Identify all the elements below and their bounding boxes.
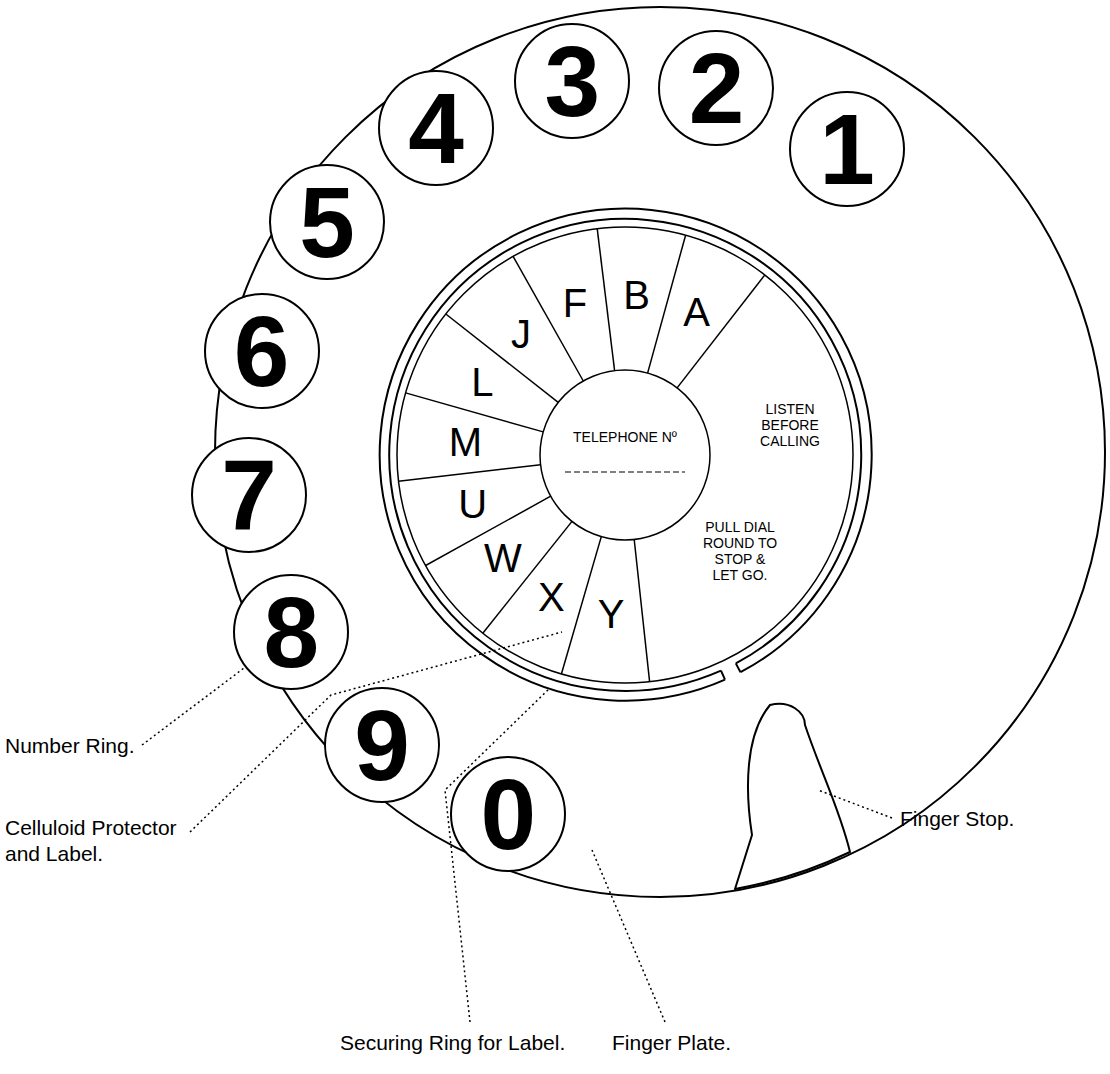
dial-outline <box>215 7 1105 897</box>
leader-line <box>818 790 892 818</box>
spoke <box>597 229 614 371</box>
finger-hole: 1 <box>789 91 905 207</box>
dial-digit: 6 <box>234 306 290 396</box>
spoke <box>648 235 686 373</box>
dial-letter: Y <box>598 594 625 634</box>
dial-digit: 7 <box>221 450 277 540</box>
spoke <box>634 540 649 682</box>
spoke <box>561 537 601 674</box>
leader-line <box>445 688 550 1022</box>
spoke <box>677 275 765 388</box>
finger-hole: 0 <box>450 756 566 872</box>
dial-letter: B <box>623 275 650 315</box>
dial-digit: 0 <box>480 769 536 859</box>
dial-digit: 2 <box>689 43 745 133</box>
dial-letter: F <box>563 283 587 323</box>
part-name: Securing Ring for Label. <box>340 1030 565 1056</box>
part-name: Number Ring. <box>5 733 135 759</box>
finger-stop <box>735 704 850 889</box>
instruction-note: PULL DIAL ROUND TO STOP & LET GO. <box>701 519 780 583</box>
dial-digit: 4 <box>408 83 464 173</box>
label-spokes <box>399 229 765 682</box>
number-heading: TELEPHONE Nº <box>573 429 677 445</box>
securing-ring-outer <box>380 209 872 701</box>
part-name: Finger Plate. <box>612 1030 731 1056</box>
label-edge <box>397 227 853 683</box>
spoke <box>483 521 572 633</box>
instruction-note: LISTEN BEFORE CALLING <box>751 401 830 449</box>
securing-ring-inner <box>389 219 861 691</box>
leader-lines <box>142 632 892 1022</box>
dial-digit: 3 <box>545 36 601 126</box>
finger-hole: 7 <box>191 437 307 553</box>
finger-hole: 8 <box>233 574 349 690</box>
finger-hole: 9 <box>324 687 440 803</box>
finger-hole: 3 <box>514 23 630 139</box>
dial-letter: A <box>683 292 710 332</box>
ring-notch <box>721 663 741 679</box>
dial-letter: U <box>458 484 487 524</box>
spoke <box>446 314 558 402</box>
number-window <box>540 370 710 540</box>
finger-hole: 2 <box>658 30 774 146</box>
dial-letter: W <box>484 538 522 578</box>
dial-letter: X <box>538 577 565 617</box>
dial-letter: J <box>511 314 531 354</box>
dial-letter: M <box>449 422 482 462</box>
dial-digit: 9 <box>354 700 410 790</box>
dial-digit: 8 <box>263 587 319 677</box>
finger-hole: 5 <box>269 164 385 280</box>
leader-line <box>592 850 665 1022</box>
part-name: Celluloid Protector and Label. <box>5 815 205 867</box>
finger-hole: 6 <box>204 293 320 409</box>
leader-line <box>142 662 252 745</box>
dial-digit: 1 <box>819 104 875 194</box>
spoke <box>399 465 541 481</box>
part-name: Finger Stop. <box>900 806 1014 832</box>
finger-hole: 4 <box>378 70 494 186</box>
dial-digit: 5 <box>299 177 355 267</box>
dial-letter: L <box>471 362 493 402</box>
number-line <box>565 471 685 472</box>
